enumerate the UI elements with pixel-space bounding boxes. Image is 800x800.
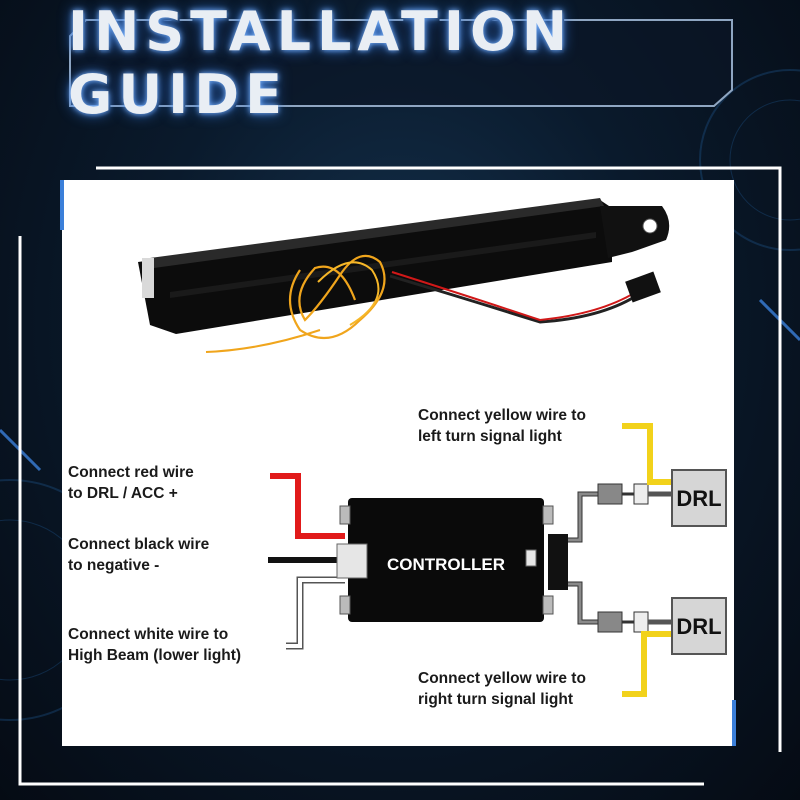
drl-bottom-box: DRL	[671, 597, 727, 655]
red-wire-label: Connect red wire to DRL / ACC +	[68, 464, 194, 502]
yellow-wire-left	[622, 423, 672, 485]
yellow-wire-right	[622, 631, 672, 697]
title-frame	[69, 19, 733, 107]
light-bar-product	[138, 198, 670, 353]
white-wire	[286, 576, 345, 650]
yellow-left-label: Connect yellow wire to left turn signal …	[418, 407, 586, 445]
white-wire-label: Connect white wire to High Beam (lower l…	[68, 626, 242, 664]
drl-bottom-label: DRL	[676, 614, 721, 639]
top-connector	[597, 483, 672, 505]
controller-box: CONTROLLER	[336, 498, 568, 622]
red-wire	[270, 473, 345, 539]
yellow-right-label: Connect yellow wire to right turn signal…	[418, 670, 586, 708]
controller-label: CONTROLLER	[387, 555, 505, 574]
drl-top-label: DRL	[676, 486, 721, 511]
drl-top-box: DRL	[671, 469, 727, 527]
bottom-connector	[597, 611, 672, 633]
black-wire-label: Connect black wire to negative -	[68, 536, 210, 574]
